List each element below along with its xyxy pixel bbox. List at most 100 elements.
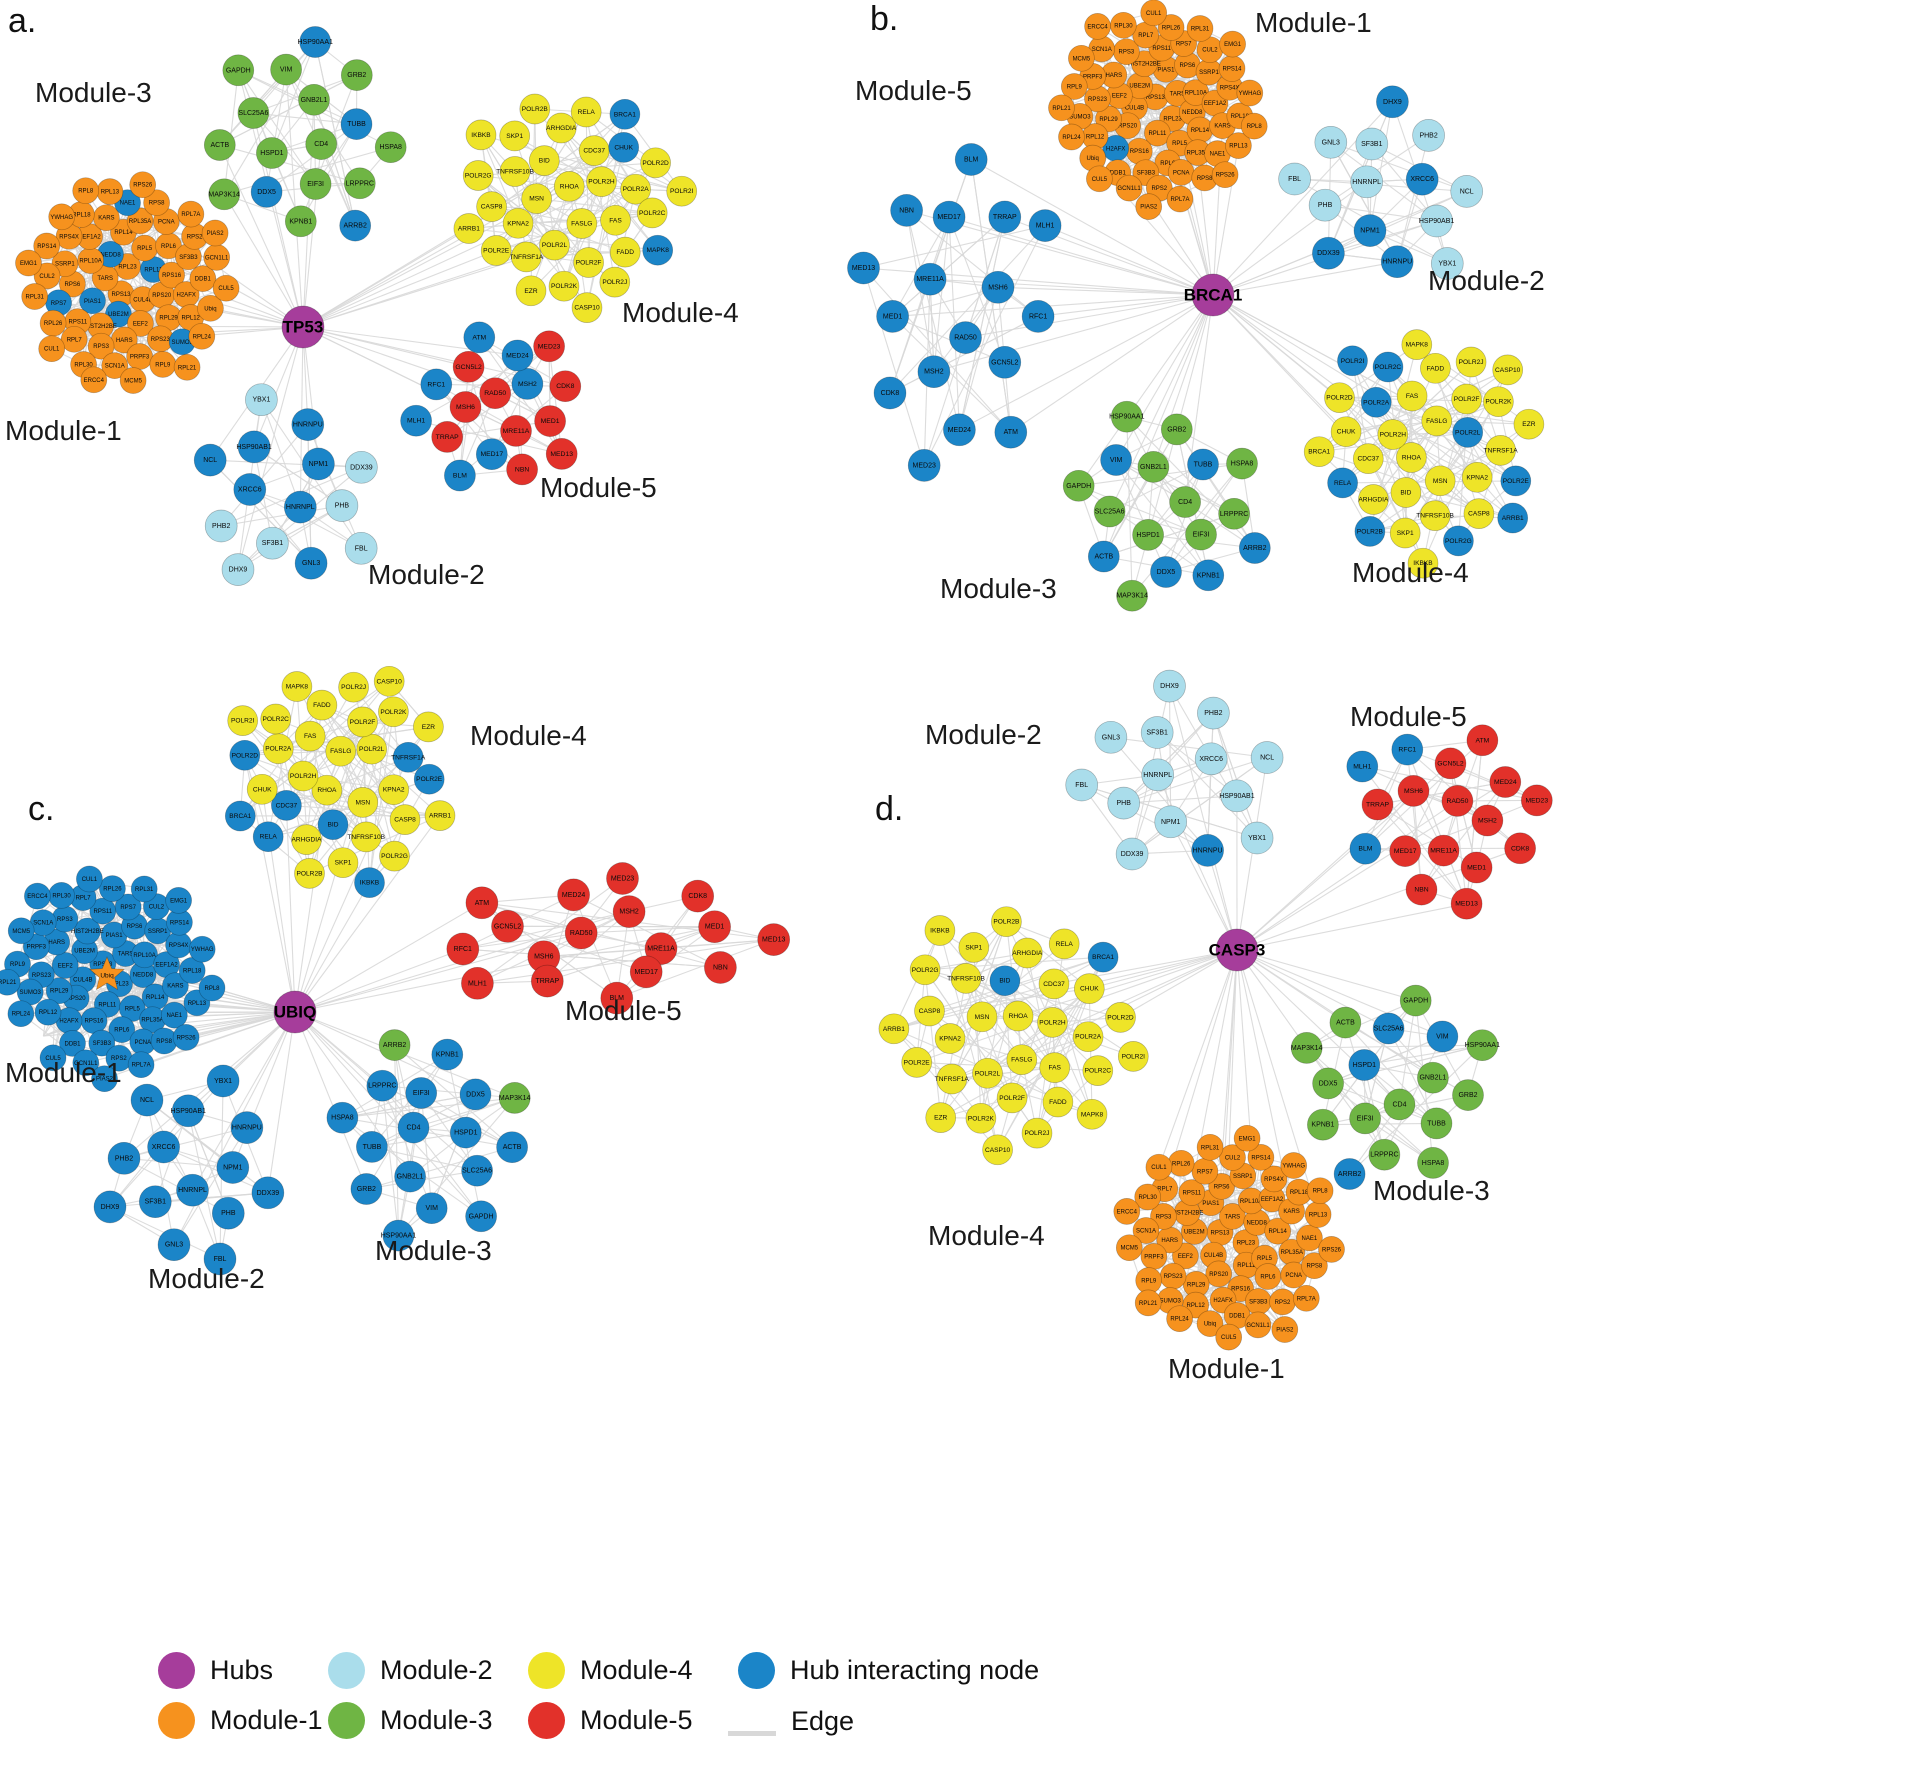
node-label: RPL13 [1309, 1213, 1328, 1219]
node-label: RPL21 [178, 365, 197, 371]
node-TRRAP [1361, 788, 1394, 821]
node-label: YBX1 [214, 1078, 232, 1085]
node-RPL31 [1186, 15, 1214, 42]
node-label: RPL8 [204, 986, 220, 992]
node-HNRNPU [1380, 245, 1414, 279]
node-NAE1 [1296, 1224, 1323, 1252]
node-label: RPL11 [144, 268, 163, 274]
node-label: RPL13 [188, 1001, 207, 1007]
node-POLR2D [1324, 382, 1355, 414]
node-SKP1 [958, 932, 990, 963]
node-label: RPL31 [1191, 27, 1210, 33]
node-label: RPL30 [52, 893, 71, 899]
node-label: SLC25A6 [1095, 509, 1125, 516]
node-EZR [925, 1102, 957, 1133]
node-label: POLR2E [483, 248, 510, 255]
node-label: UBE2M [1184, 1229, 1205, 1235]
legend-item-module-3: Module-3 [328, 1702, 493, 1739]
node-FAS [294, 720, 326, 752]
node-MCM5 [1115, 1234, 1143, 1262]
node-label: RPL23 [110, 982, 129, 988]
node-RPS14 [1247, 1144, 1275, 1171]
node-label: EIF3I [1357, 1115, 1374, 1122]
node-label: CD4 [314, 141, 328, 148]
node-label: BID [328, 822, 339, 829]
node-label: EZR [422, 724, 435, 731]
node-CD4 [397, 1111, 430, 1144]
node-label: NPM1 [1360, 228, 1380, 235]
node-RHOA [1002, 1000, 1034, 1032]
node-label: FBL [355, 545, 368, 552]
node-label: NCL [1460, 188, 1474, 195]
node-KPNB1 [1192, 559, 1225, 592]
node-TNFRSF1A [510, 241, 542, 273]
node-TNFRSF10B [950, 963, 982, 994]
node-label: CUL2 [1225, 1156, 1241, 1162]
node-label: DDB1 [1110, 171, 1127, 177]
node-label: DDX5 [466, 1091, 485, 1098]
node-label: PCNA [158, 220, 175, 226]
panel-c-nodes: RHOAFASLGMSNPOLR2HPOLR2LBIDFASKPNA2CDC37… [0, 665, 791, 1294]
node-GNL3 [1094, 720, 1128, 754]
node-MSN [966, 1001, 998, 1033]
panel-b-nodes: RAD50MRE11AMSH6MSH2MED17GCN5L2MED1TRRAPM… [847, 0, 1545, 612]
node-label: RPS13 [111, 292, 131, 298]
node-label: POLR2I [231, 718, 255, 725]
node-label: MLH1 [407, 418, 425, 425]
node-label: DDX5 [257, 189, 276, 196]
node-ARRB1 [453, 213, 485, 244]
module-3-swatch-icon [328, 1702, 365, 1739]
node-label: MED23 [538, 343, 561, 350]
node-RPL26 [99, 875, 126, 902]
module-label-b: Module-3 [940, 573, 1057, 604]
node-MRE11A [500, 415, 532, 447]
node-label: HNRNPU [1382, 259, 1412, 266]
node-label: RPL9 [1067, 85, 1083, 91]
node-MSH6 [449, 391, 482, 423]
module-label-c: Module-2 [148, 1263, 265, 1294]
node-label: MED24 [948, 427, 971, 434]
node-RPL21 [0, 968, 21, 996]
node-label: PRPF3 [1144, 1254, 1164, 1260]
node-label: RPL5 [125, 1006, 141, 1012]
node-CUL1 [38, 335, 66, 363]
node-DDB1 [59, 1030, 86, 1057]
node-label: RPL10A [79, 259, 101, 265]
node-NBN [506, 453, 538, 486]
node-label: HSP90AA1 [1109, 414, 1145, 421]
node-label: POLR2I [1122, 1053, 1146, 1060]
node-label: TUBB [363, 1144, 382, 1151]
node-label: CUL4B [133, 298, 152, 304]
node-label: RPL13 [101, 190, 120, 196]
node-label: CASP8 [481, 204, 503, 211]
node-POLR2L [539, 229, 570, 261]
node-FBL [344, 531, 378, 565]
node-EZR [515, 275, 547, 307]
node-ACTB [1329, 1006, 1362, 1039]
node-GCN1L1 [1115, 174, 1143, 202]
node-label: POLR2B [296, 870, 323, 877]
node-YBX1 [245, 383, 278, 417]
node-label: BRCA1 [1092, 954, 1114, 961]
node-RPL24 [7, 1000, 35, 1028]
node-label: RPS20 [67, 996, 87, 1002]
hub-TP53 [281, 305, 325, 349]
node-label: MAPK8 [1081, 1111, 1104, 1118]
node-label: HSPD1 [1136, 532, 1159, 539]
node-MED13 [1450, 887, 1483, 920]
node-label: PIAS1 [1202, 1201, 1220, 1207]
node-POLR2J [1455, 346, 1487, 378]
node-label: RPS4X [1264, 1177, 1284, 1183]
node-label: MAPK8 [1406, 342, 1429, 349]
node-label: CHUK [614, 144, 633, 151]
node-SLC25A6 [1093, 495, 1126, 528]
node-label: RPS14 [37, 244, 57, 250]
node-RPS20 [1205, 1260, 1233, 1288]
node-label: CD4 [1392, 1101, 1406, 1108]
module-label-b: Module-2 [1428, 265, 1545, 296]
node-label: CD4 [406, 1125, 420, 1132]
node-PHB2 [204, 509, 238, 543]
node-FAS [1396, 380, 1428, 412]
node-FADD [1420, 352, 1451, 384]
